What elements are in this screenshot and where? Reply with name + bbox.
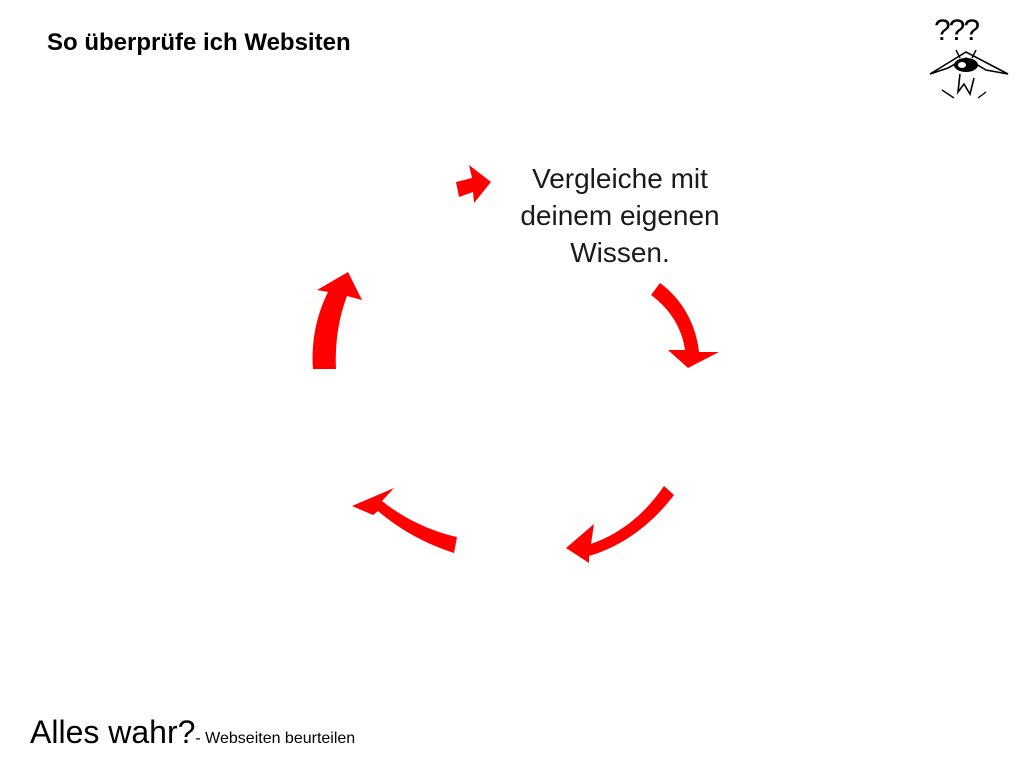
confused-owl-icon xyxy=(929,49,1009,99)
cycle-step-text: Vergleiche mit deinem eigenen Wissen. xyxy=(520,163,720,268)
footer: Alles wahr?- Webseiten beurteilen xyxy=(30,714,355,751)
question-marks: ??? xyxy=(934,14,980,47)
footer-subtitle: - Webseiten beurteilen xyxy=(195,730,356,747)
cycle-arrow-4 xyxy=(352,488,457,553)
cycle-arrow-3 xyxy=(566,486,674,563)
slide-title: So überprüfe ich Websiten xyxy=(47,29,351,56)
footer-title: Alles wahr? xyxy=(30,714,196,750)
cycle-arrow-2 xyxy=(651,283,719,368)
cycle-arrow-1 xyxy=(456,165,491,203)
cycle-arrow-5 xyxy=(312,272,362,369)
